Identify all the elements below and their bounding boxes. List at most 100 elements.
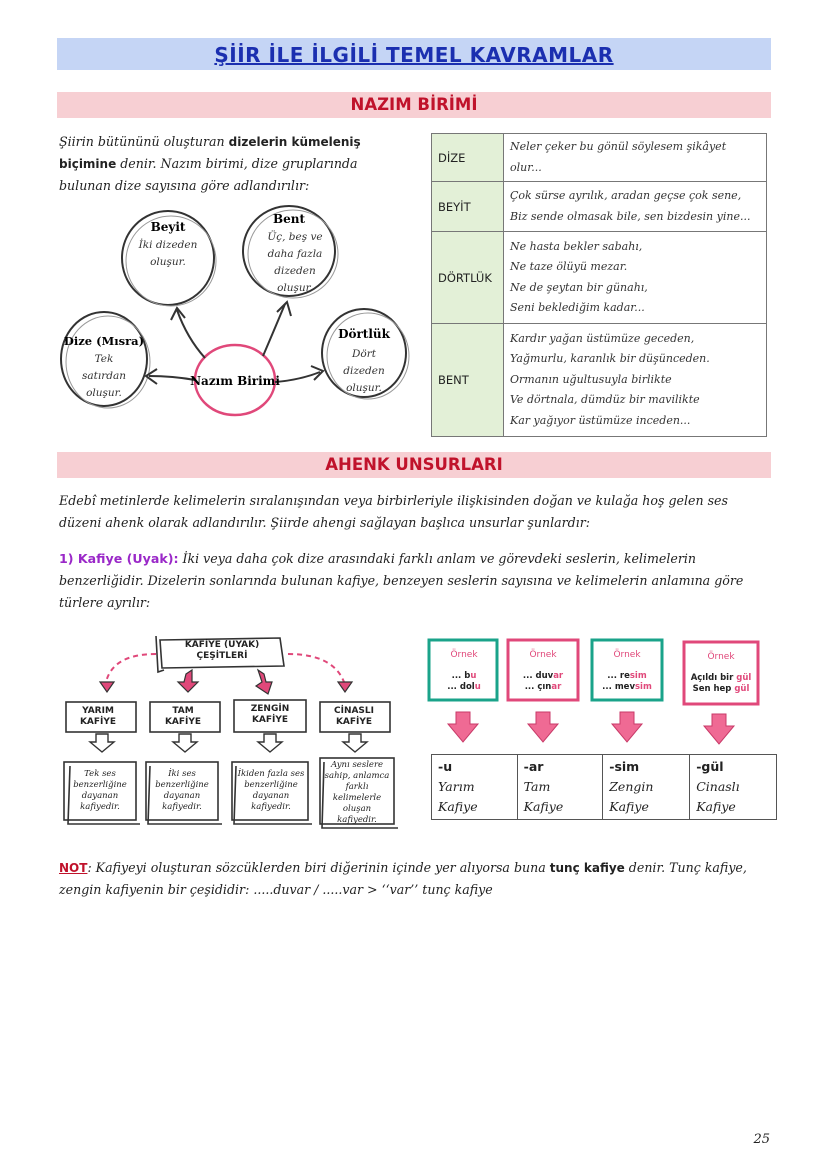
- cell-line: Kafiye: [696, 799, 736, 814]
- table-line: Çok sürse ayrılık, aradan geçse çok sene…: [510, 189, 742, 202]
- table-line: Ormanın uğultusuyla birlikte: [510, 372, 672, 386]
- title-banner: ŞİİR İLE İLGİLİ TEMEL KAVRAMLAR: [57, 38, 771, 70]
- suffix: -u: [438, 759, 453, 774]
- table-value: Neler çeker bu gönül söylesem şikâyet ol…: [503, 133, 767, 182]
- cell-line: Tam: [523, 779, 551, 794]
- nazim-heading: NAZIM BİRİMİ: [350, 95, 478, 114]
- desc-zengin: İkiden fazla ses benzerliğine dayanan ka…: [237, 769, 305, 812]
- card-rhyme: sim: [629, 671, 647, 681]
- bent-title: Bent: [273, 212, 306, 226]
- note-label: NOT: [59, 861, 88, 875]
- nazim-intro-bold: dizelerin kümeleniş biçimine: [59, 135, 361, 171]
- suffix: -sim: [609, 759, 640, 774]
- note-pre: : Kafiyeyi oluşturan sözcüklerden biri d…: [87, 860, 550, 875]
- ahenk-intro: Edebî metinlerde kelimelerin sıralanışın…: [59, 493, 728, 530]
- example-label-1: Örnek: [450, 650, 478, 660]
- table-key: BEYİT: [431, 181, 504, 232]
- suffix: -ar: [523, 759, 544, 774]
- suffix: -gül: [696, 759, 724, 774]
- table-line: Seni beklediğim kadar...: [510, 301, 645, 314]
- table-row: DÖRTLÜK Ne hasta bekler sabahı, Ne taze …: [431, 231, 767, 324]
- table-line: Kardır yağan üstümüze geceden,: [510, 331, 695, 345]
- dortluk-bubble: [321, 308, 407, 398]
- table-row: DİZE Neler çeker bu gönül söylesem şikây…: [431, 133, 767, 182]
- dize-bubble: [60, 311, 148, 407]
- dize-title: Dize (Mısra): [64, 334, 144, 348]
- table-line: Neler çeker bu gönül söylesem şikâyet ol…: [510, 140, 727, 174]
- card-text: ... duv: [522, 671, 554, 681]
- card-text: ... çın: [524, 682, 552, 692]
- card-rhyme: gül: [734, 684, 750, 694]
- cell-line: Kafiye: [523, 799, 564, 814]
- card-text: ... mev: [602, 682, 635, 692]
- card-rhyme: ar: [553, 671, 564, 681]
- beyit-title: Beyit: [151, 220, 186, 234]
- table-value: Çok sürse ayrılık, aradan geçse çok sene…: [503, 181, 767, 232]
- nazim-intro: Şiirin bütününü oluşturan dizelerin küme…: [59, 131, 411, 197]
- card-text: ... dol: [447, 682, 475, 692]
- desc-yarim: Tek ses benzerliğine dayanan kafiyedir.: [73, 769, 127, 812]
- table-value: Ne hasta bekler sabahı, Ne taze ölüyü me…: [503, 231, 767, 324]
- example-label-3: Örnek: [613, 650, 641, 660]
- type-tam: TAM KAFİYE: [164, 706, 202, 727]
- note-bold: tunç kafiye: [549, 861, 625, 875]
- cell-line: Kafiye: [438, 799, 478, 814]
- beyit-bubble: [121, 210, 215, 306]
- card-text: ... b: [451, 671, 471, 681]
- example-card-1: ... bu ... dolu: [430, 671, 498, 693]
- dortluk-title: Dörtlük: [338, 327, 391, 341]
- center-title: Nazım Birimi: [190, 374, 280, 388]
- table-row: BENT Kardır yağan üstümüze geceden, Yağm…: [431, 323, 767, 437]
- table-line: Yağmurlu, karanlık bir düşünceden.: [510, 352, 710, 366]
- example-card-3: ... resim ... mevsim: [592, 671, 662, 693]
- card-rhyme: ar: [551, 682, 562, 692]
- bent-bubble: [242, 205, 336, 297]
- card-rhyme: sim: [634, 682, 652, 692]
- desc-tam: İki ses benzerliğine dayanan kafiyedir.: [155, 769, 209, 812]
- cell-line: Yarım: [438, 779, 475, 794]
- example-card-2: ... duvar ... çınar: [508, 671, 578, 693]
- kafiye-root: KAFİYE (UYAK) ÇEŞİTLERİ: [184, 640, 260, 661]
- desc-cinasli: Aynı seslere sahip, anlamca farklı kelim…: [324, 760, 390, 825]
- page-title: ŞİİR İLE İLGİLİ TEMEL KAVRAMLAR: [214, 43, 614, 67]
- nazim-intro-pre: Şiirin bütününü oluşturan: [59, 134, 229, 149]
- card-rhyme: u: [474, 682, 481, 692]
- note-post: denir. Tunç kafiye, zengin kafiyenin bir…: [59, 860, 747, 897]
- table-line: Ne hasta bekler sabahı,: [510, 239, 643, 253]
- table-line: Kar yağıyor üstümüze inceden...: [510, 413, 691, 427]
- kafiye-text: İki veya daha çok dize arasındaki farklı…: [59, 551, 744, 610]
- nazim-table: DİZE Neler çeker bu gönül söylesem şikây…: [431, 133, 767, 437]
- card-text: Sen hep: [692, 684, 735, 694]
- kafiye-paragraph: 1) Kafiye (Uyak): İki veya daha çok dize…: [59, 548, 771, 614]
- table-line: Biz sende olmasak bile, sen bizdesin yin…: [510, 209, 751, 223]
- cell-line: Cinaslı: [696, 779, 740, 794]
- dize-desc: Tek satırdan oluşur.: [82, 353, 126, 399]
- table-line: Ve dörtnala, dümdüz bir mavilikte: [510, 393, 700, 407]
- nazim-diagram: Beyit Bent Dize (Mısra) Dörtlük Nazım Bi…: [60, 205, 410, 417]
- page-number: 25: [753, 1132, 770, 1147]
- table-row: BEYİT Çok sürse ayrılık, aradan geçse ço…: [431, 181, 767, 232]
- ahenk-section-banner: AHENK UNSURLARI: [57, 452, 771, 478]
- kafiye-label: 1) Kafiye (Uyak):: [59, 551, 179, 566]
- nazim-section-banner: NAZIM BİRİMİ: [57, 92, 771, 118]
- nazim-intro-post: denir. Nazım birimi, dize gruplarında bu…: [59, 156, 358, 193]
- type-yarim: YARIM KAFİYE: [79, 706, 117, 727]
- example-label-4: Örnek: [707, 652, 735, 662]
- cell-line: Zengin: [609, 779, 654, 794]
- table-line: Ne taze ölüyü mezar.: [510, 260, 628, 273]
- table-key: DÖRTLÜK: [431, 231, 504, 324]
- table-line: Ne de şeytan bir günahı,: [510, 280, 648, 294]
- bent-desc: Üç, beş ve daha fazla dizeden oluşur.: [267, 231, 323, 294]
- card-rhyme: gül: [736, 673, 752, 683]
- type-zengin: ZENGİN KAFİYE: [250, 704, 290, 725]
- beyit-desc: İki dizeden oluşur.: [138, 239, 198, 268]
- table-key: DİZE: [431, 133, 504, 182]
- dortluk-desc: Dört dizeden oluşur.: [343, 348, 385, 394]
- example-label-2: Örnek: [529, 650, 557, 660]
- example-cards: [427, 638, 760, 745]
- table-value: Kardır yağan üstümüze geceden, Yağmurlu,…: [503, 323, 767, 437]
